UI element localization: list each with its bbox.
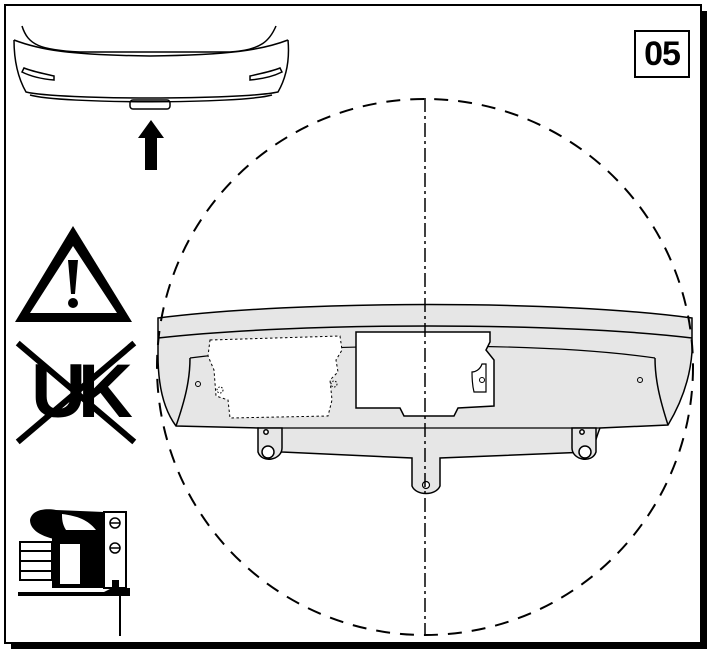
dotted-cutout [207,335,343,419]
warning-triangle-icon [15,226,132,322]
step-number: 05 [644,34,681,73]
car-rear-icon [13,25,290,110]
jigsaw-icon [18,509,130,636]
region-code: UK [31,349,133,434]
step-number-box [634,30,690,78]
crossed-out-icon [15,340,137,445]
up-arrow-icon [138,120,164,170]
